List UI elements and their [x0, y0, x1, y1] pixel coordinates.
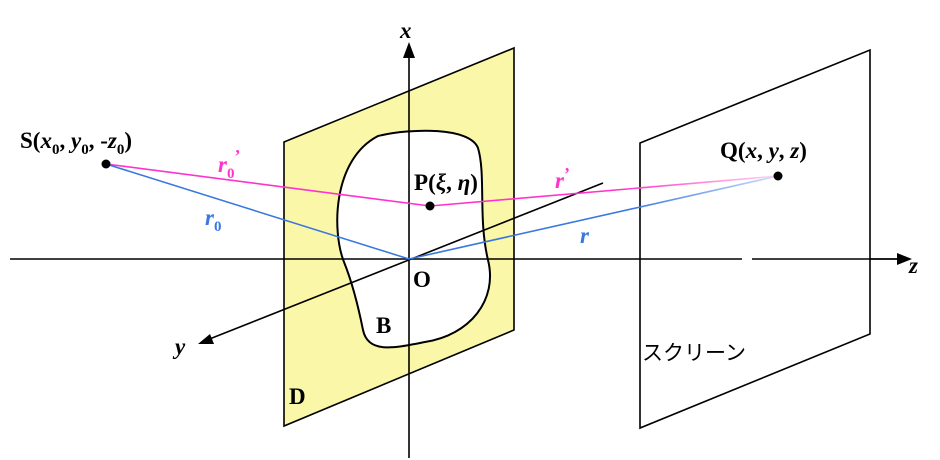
label-origin-O: O [413, 267, 431, 292]
z-axis-label: z [908, 253, 918, 278]
ray-r0 [105, 163, 410, 260]
label-r0-prime: r0’ [218, 146, 240, 182]
ray-r [408, 175, 779, 260]
label-r-prime: r’ [555, 164, 570, 193]
label-aperture-B: B [376, 313, 391, 338]
point-P [425, 201, 435, 211]
label-P: P(ξ, η) [414, 170, 478, 195]
label-Q: Q(x, y, z) [720, 138, 807, 163]
y-axis-line [206, 182, 604, 341]
ray-r0-prime [105, 163, 431, 207]
x-axis-arrowhead [403, 42, 415, 58]
label-r0: r0 [205, 205, 221, 235]
point-Q [773, 171, 783, 181]
label-screen: スクリーン [642, 341, 746, 365]
point-S [101, 159, 111, 169]
label-plane-D: D [289, 384, 306, 409]
label-S: S(x0, y0, -z0) [20, 128, 132, 158]
aperture-B [336, 129, 491, 349]
label-r: r [580, 223, 590, 248]
y-axis-label: y [172, 334, 186, 359]
screen-plane [639, 48, 871, 430]
ray-r-prime [429, 175, 779, 207]
y-axis-arrowhead [198, 334, 214, 344]
x-axis-label: x [399, 18, 412, 43]
